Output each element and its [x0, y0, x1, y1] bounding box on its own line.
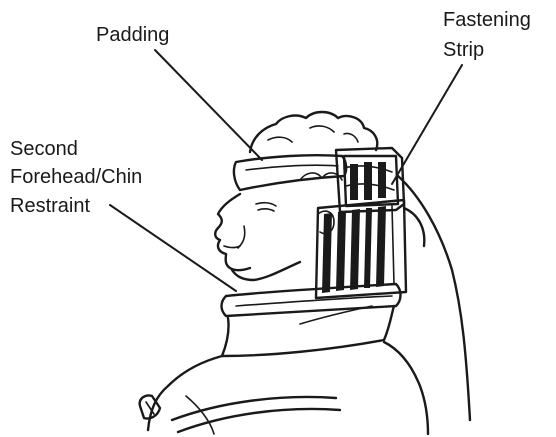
cervical-collar — [222, 306, 394, 356]
label-padding-text: Padding — [96, 24, 169, 46]
label-second-restraint: Second Forehead/Chin Restraint — [10, 138, 142, 217]
label-fastening-line2: Strip — [443, 39, 484, 61]
label-fastening-line1: Fastening — [443, 9, 531, 31]
label-restraint-line1: Second — [10, 138, 78, 160]
label-fastening-strip: Fastening Strip — [443, 9, 531, 61]
label-restraint-line3: Restraint — [10, 195, 90, 217]
label-restraint-line2: Forehead/Chin — [10, 166, 142, 188]
chin-restraint — [222, 284, 401, 316]
patient-body — [140, 342, 428, 434]
leader-padding — [155, 50, 262, 160]
backboard — [398, 176, 470, 420]
label-padding: Padding — [96, 24, 169, 46]
